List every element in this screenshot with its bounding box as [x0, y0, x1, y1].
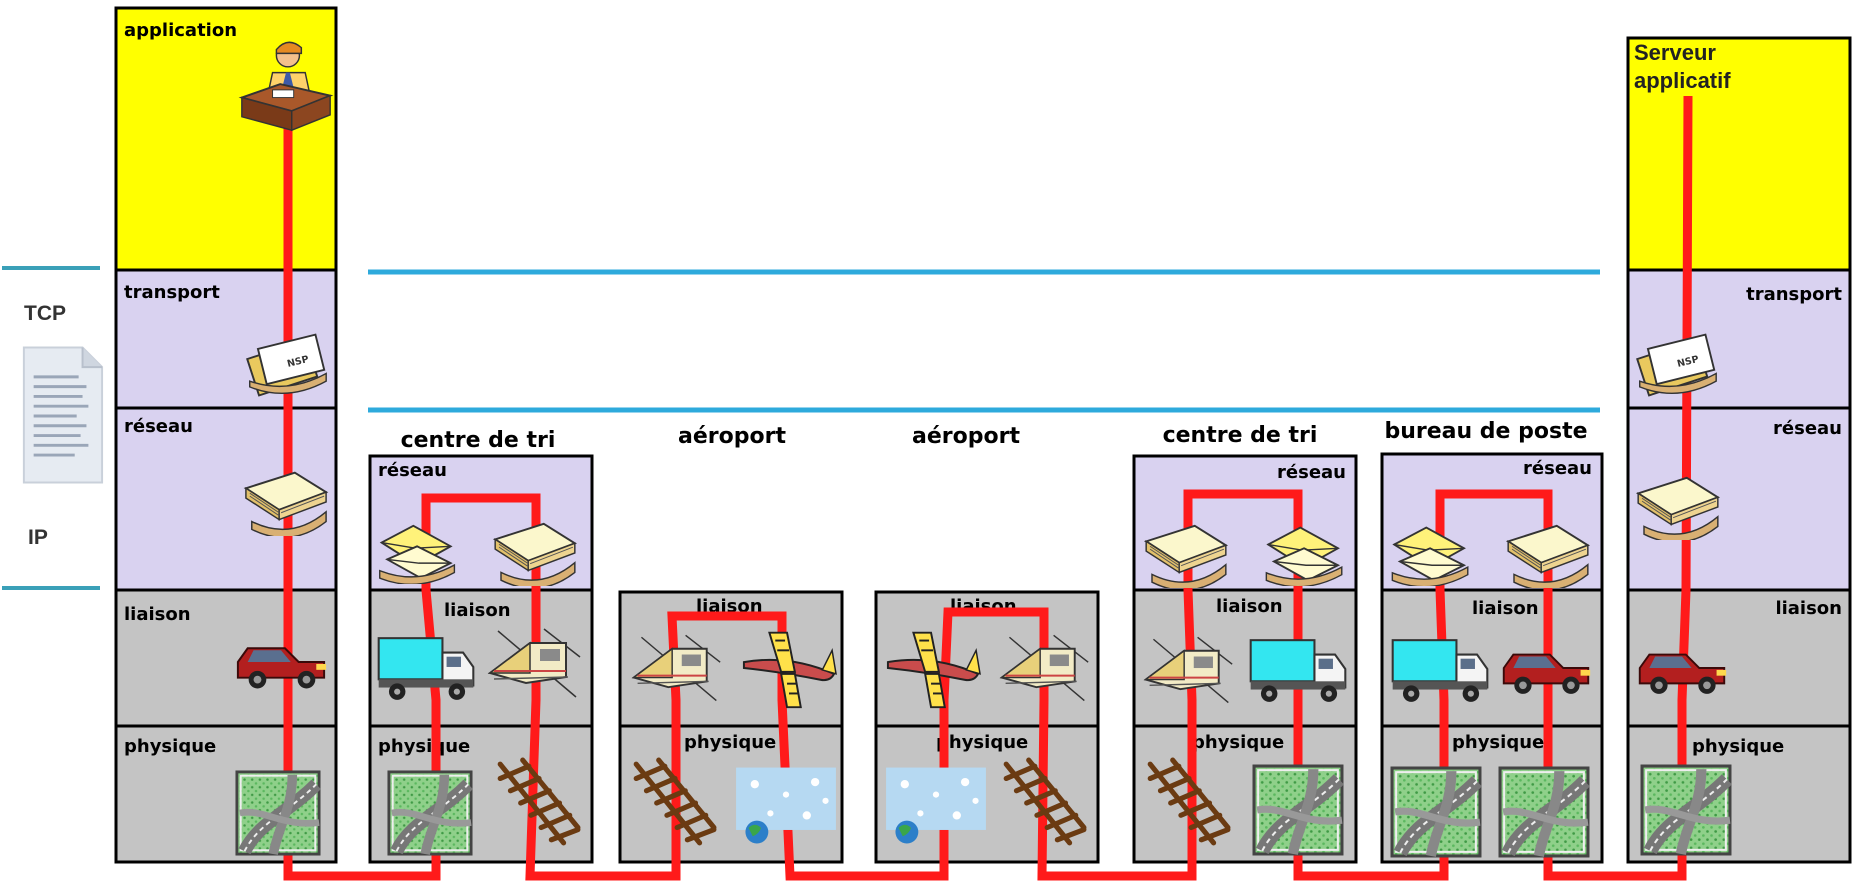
road-map-icon — [237, 772, 319, 854]
node-5-link-label: liaison — [1472, 598, 1539, 619]
client-application-layer — [114, 6, 338, 272]
server-application-layer — [1626, 36, 1852, 272]
node-1-title: centre de tri — [401, 428, 556, 453]
node-4-link-label: liaison — [1216, 596, 1283, 617]
node-4-title: centre de tri — [1163, 423, 1318, 448]
document-icon — [22, 346, 104, 484]
road-map-icon — [1500, 768, 1588, 856]
client-stack: application transport réseau liaison phy… — [114, 6, 338, 864]
client-network-label: réseau — [124, 416, 193, 437]
client-application-label: application — [124, 20, 237, 41]
client-link-layer — [114, 588, 338, 728]
node-4-physical-label: physique — [1192, 732, 1284, 753]
side-labels: TCP IP — [2, 266, 104, 590]
road-map-icon — [1254, 766, 1342, 854]
node-2-title: aéroport — [678, 424, 786, 449]
road-map-icon — [1392, 768, 1480, 856]
node-4-network-label: réseau — [1277, 462, 1346, 483]
client-physical-label: physique — [124, 736, 216, 757]
server-transport-label: transport — [1746, 284, 1842, 305]
node-5-title: bureau de poste — [1384, 419, 1587, 444]
server-title-line1: Serveur — [1634, 40, 1716, 65]
server-network-label: réseau — [1773, 418, 1842, 439]
node-1-physical-label: physique — [378, 736, 470, 757]
node-1-link-label: liaison — [444, 600, 511, 621]
node-3-title: aéroport — [912, 424, 1020, 449]
client-link-label: liaison — [124, 604, 191, 625]
client-transport-label: transport — [124, 282, 220, 303]
node-1-network-label: réseau — [378, 460, 447, 481]
node-2-physical-label: physique — [684, 732, 776, 753]
road-map-icon — [1642, 766, 1730, 854]
server-link-label: liaison — [1775, 598, 1842, 619]
node-5-network-label: réseau — [1523, 458, 1592, 479]
node-3-physical-label: physique — [936, 732, 1028, 753]
tcp-label: TCP — [24, 302, 66, 325]
road-map-icon — [389, 772, 471, 854]
server-stack: Serveur applicatif transport réseau liai… — [1626, 36, 1852, 864]
node-5-physical-label: physique — [1452, 732, 1544, 753]
server-title-line2: applicatif — [1634, 68, 1731, 93]
server-physical-label: physique — [1692, 736, 1784, 757]
ip-label: IP — [28, 526, 48, 549]
